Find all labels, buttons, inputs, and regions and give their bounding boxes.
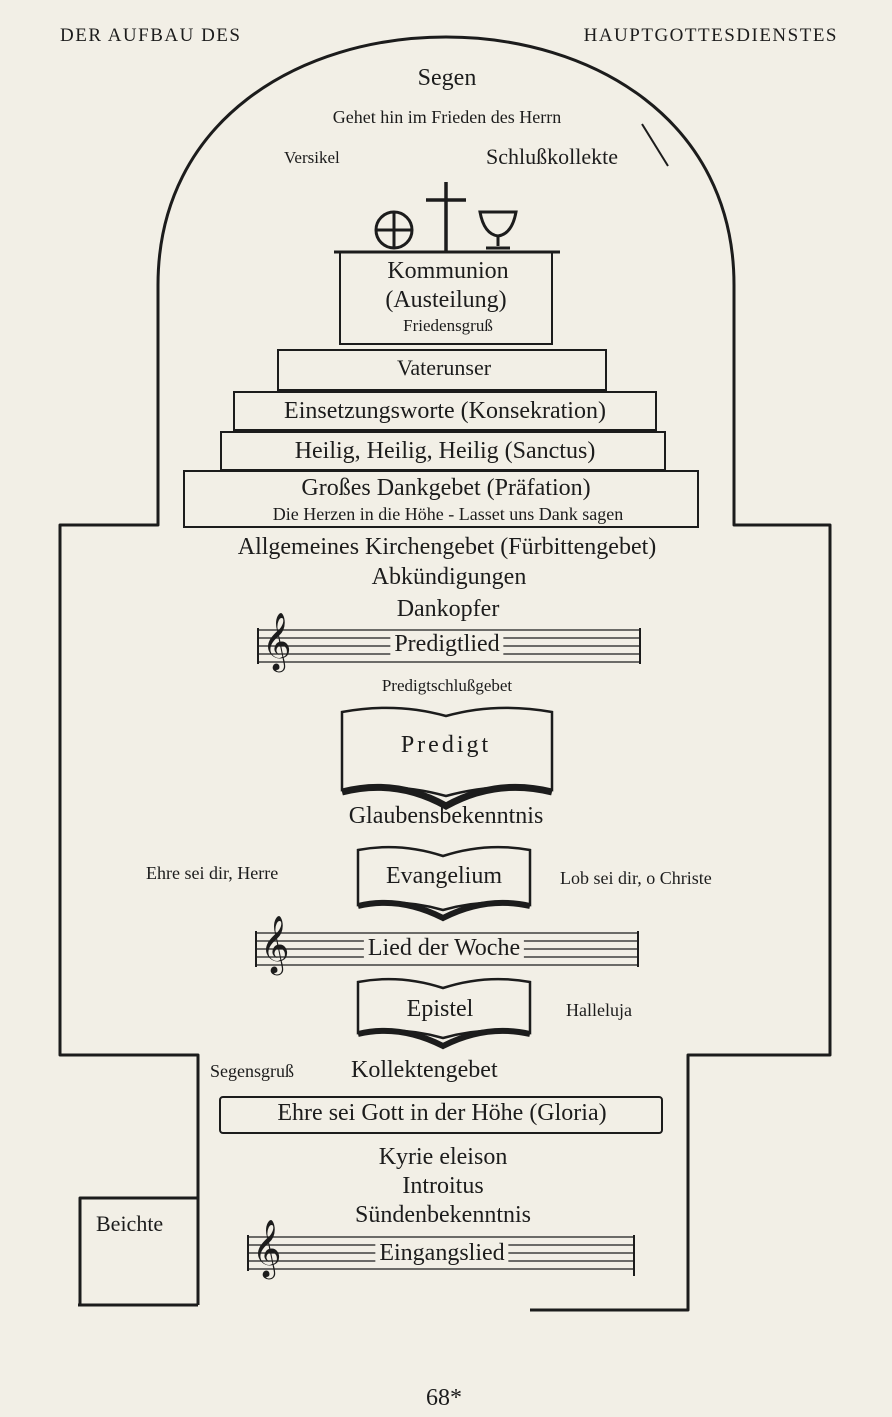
einsetzung-label: Einsetzungsworte (Konsekration) <box>284 398 606 424</box>
vaterunser-label: Vaterunser <box>396 355 492 380</box>
kommunion-label: Kommunion <box>387 258 509 284</box>
beichte-room-wall <box>78 1196 198 1305</box>
header-left: DER AUFBAU DES <box>60 25 242 46</box>
kirchengebet-label: Allgemeines Kirchengebet (Fürbittengebet… <box>237 534 657 560</box>
evangelium-label: Evangelium <box>386 863 502 889</box>
church-outer-wall <box>58 35 832 1312</box>
praefation-label: Großes Dankgebet (Präfation) <box>301 475 591 501</box>
herzen-label: Die Herzen in die Höhe - Lasset uns Dank… <box>272 504 624 524</box>
predigtschluss-label: Predigtschlußgebet <box>381 676 513 695</box>
treble-clef-icon: 𝄞 <box>260 916 290 972</box>
predigtlied-label: Predigtlied <box>390 632 504 656</box>
beichte-label: Beichte <box>96 1211 164 1236</box>
schlusskollekte-label: Schlußkollekte <box>486 144 618 169</box>
host-icon <box>374 210 414 250</box>
predigt-label: Predigt <box>400 732 492 758</box>
kollektengebet-label: Kollektengebet <box>351 1057 498 1083</box>
halleluja-label: Halleluja <box>566 1000 632 1020</box>
ehre-herre-label: Ehre sei dir, Herre <box>146 863 279 883</box>
eingangslied-label: Eingangslied <box>375 1241 509 1265</box>
step-vaterunser <box>277 349 607 391</box>
gehet-label: Gehet hin im Frieden des Herrn <box>332 107 562 127</box>
versikel-label: Versikel <box>284 148 340 167</box>
dankopfer-label: Dankopfer <box>396 596 500 622</box>
segen-label: Segen <box>417 65 477 91</box>
lied-der-woche-label: Lied der Woche <box>363 936 525 960</box>
lob-christe-label: Lob sei dir, o Christe <box>560 868 712 888</box>
open-book-icon <box>340 706 554 1050</box>
arch-diagonal <box>641 123 669 167</box>
cross-icon <box>426 182 466 252</box>
friedensgruss-label: Friedensgruß <box>403 316 493 335</box>
epistel-label: Epistel <box>406 996 474 1022</box>
glaubensbekenntnis-label: Glaubensbekenntnis <box>348 803 544 829</box>
gloria-label: Ehre sei Gott in der Höhe (Gloria) <box>277 1100 607 1126</box>
treble-clef-icon: 𝄞 <box>252 1220 282 1276</box>
abkuendigungen-label: Abkündigungen <box>371 564 527 590</box>
header-right: HAUPTGOTTESDIENSTES <box>583 25 838 46</box>
page-number: 68* <box>426 1385 462 1411</box>
gloria-box <box>219 1096 663 1134</box>
chalice-icon <box>478 210 518 250</box>
step-praefation <box>183 470 699 528</box>
sanctus-label: Heilig, Heilig, Heilig (Sanctus) <box>294 438 596 464</box>
kyrie-label: Kyrie eleison <box>378 1144 508 1170</box>
step-einsetzung <box>233 391 657 431</box>
introitus-label: Introitus <box>402 1173 484 1199</box>
suendenbekenntnis-label: Sündenbekenntnis <box>355 1202 531 1228</box>
austeilung-label: (Austeilung) <box>385 287 507 313</box>
treble-clef-icon: 𝄞 <box>262 613 292 669</box>
segensgruss-label: Segensgruß <box>210 1061 294 1081</box>
